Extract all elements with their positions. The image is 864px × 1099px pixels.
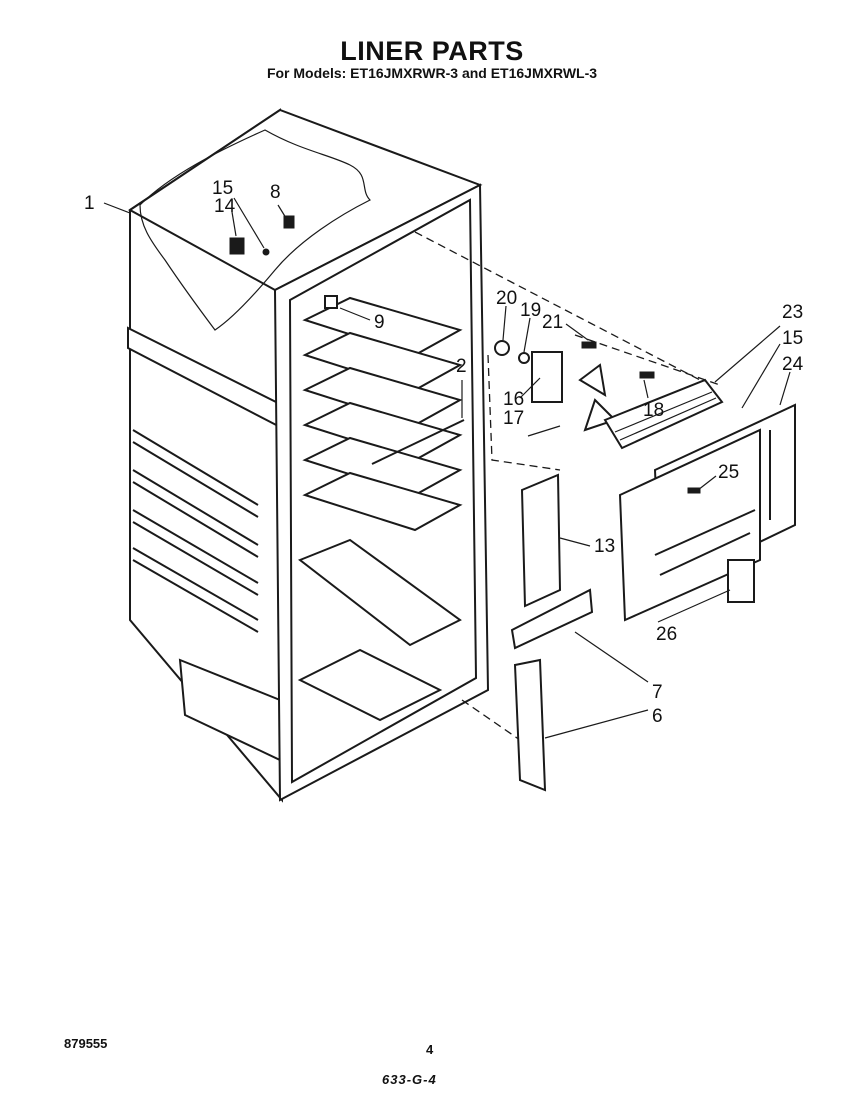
assembly-lines: [414, 231, 721, 741]
evaporator-cover-23: [603, 378, 724, 450]
rear-insulation: [139, 129, 372, 331]
catalog-number: 879555: [64, 1036, 108, 1051]
cabinet-liner: [127, 108, 490, 803]
callout-20: 20: [496, 288, 517, 309]
fan-motor-16-shape: [531, 351, 563, 403]
air-duct-13: [520, 473, 562, 608]
callout-14: 14: [214, 196, 236, 217]
model-subtitle: For Models: ET16JMXRWR-3 and ET16JMXRWL-…: [266, 65, 598, 81]
callout-7: 7: [652, 682, 663, 703]
grommet-20-shape: [494, 340, 510, 356]
callout-9: 9: [374, 312, 385, 333]
duct-part-7: [510, 588, 594, 650]
callout-1: 1: [84, 193, 95, 214]
callout-2: 2: [456, 356, 467, 377]
screw-21-shape: [581, 341, 597, 349]
rod-2-shape: [371, 419, 465, 465]
callout-6: 6: [652, 706, 663, 727]
fan-motor-assembly: [494, 340, 655, 432]
callout-23: 23: [782, 302, 803, 323]
page-title: LINER PARTS: [340, 36, 524, 66]
liner-side-ribs: [132, 429, 259, 633]
callout-24: 24: [782, 354, 804, 375]
callout-19: 19: [520, 300, 541, 321]
nut-19-shape: [518, 352, 530, 364]
bracket-9-shape: [324, 295, 338, 309]
thermostat-14-shape: [229, 237, 245, 255]
liner-interior-shelves: [302, 296, 463, 532]
callout-25: 25: [718, 462, 739, 483]
callout-labels: 1 15 14 8 9 2 20 19 21 16 17 18 23 15 24…: [84, 178, 804, 727]
fan-blade-17-shape: [578, 363, 617, 432]
duct-panel-26: [618, 428, 761, 622]
callout-21: 21: [542, 312, 563, 333]
cover-plate-26-shape: [727, 559, 755, 603]
callout-26: 26: [656, 624, 677, 645]
callout-8: 8: [270, 182, 281, 203]
callout-13: 13: [594, 536, 615, 557]
screw-25-shape: [687, 487, 701, 494]
callout-17: 17: [503, 408, 524, 429]
part-8-shape: [283, 215, 295, 229]
liner-crisper-cover: [298, 538, 462, 647]
callout-15-right: 15: [782, 328, 803, 349]
page-number: 4: [426, 1042, 434, 1057]
screw-18-shape: [639, 371, 655, 379]
control-parts-top: [229, 215, 295, 256]
callout-16: 16: [503, 389, 524, 410]
liner-floor-pan: [297, 648, 443, 722]
duct-part-6: [513, 658, 547, 792]
screw-15-shape: [262, 248, 270, 256]
handwritten-code: 633-G-4: [382, 1072, 437, 1087]
callout-18: 18: [643, 400, 664, 421]
callout-15-left: 15: [212, 178, 233, 199]
leader-lines: [103, 197, 791, 739]
